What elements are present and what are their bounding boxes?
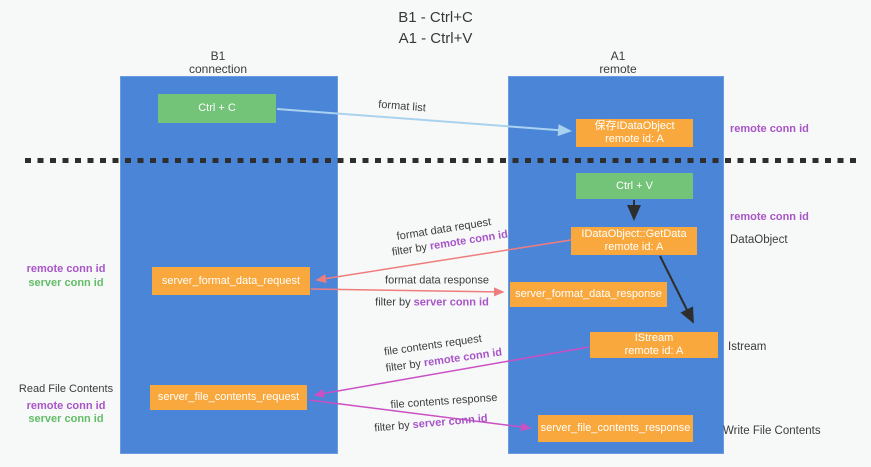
istream-line1: IStream bbox=[634, 332, 674, 344]
idataobject-getdata-line1: IDataObject::GetData bbox=[581, 228, 687, 240]
server-format-data-request-box: server_format_data_request bbox=[152, 267, 310, 295]
phase-separator-dashed-line bbox=[25, 158, 860, 163]
save-idataobject-box: 保存IDataObject remote id: A bbox=[576, 119, 693, 147]
diagram-title: B1 - Ctrl+C A1 - Ctrl+V bbox=[0, 7, 871, 49]
right-column-title: A1 bbox=[610, 49, 626, 63]
remote-conn-id-annotation-top-right: remote conn id bbox=[730, 123, 809, 135]
format-data-response-label: format data response bbox=[385, 274, 489, 287]
server-conn-id-text: server conn id bbox=[412, 412, 489, 432]
server-file-contents-request-box: server_file_contents_request bbox=[150, 385, 307, 410]
server-conn-id-text: server conn id bbox=[413, 296, 489, 309]
file-contents-response-label: file contents response bbox=[390, 391, 498, 412]
idataobject-getdata-box: IDataObject::GetData remote id: A bbox=[571, 227, 697, 255]
filter-by-text: filter by bbox=[375, 296, 411, 309]
server-conn-id-annotation-left-top: server conn id bbox=[28, 277, 104, 289]
remote-conn-id-annotation-left-bottom: remote conn id bbox=[26, 400, 106, 412]
ctrl-c-label: Ctrl + C bbox=[198, 102, 236, 114]
write-file-contents-annotation: Write File Contents bbox=[723, 425, 821, 437]
idataobject-getdata-line2: remote id: A bbox=[604, 241, 664, 253]
right-column-header: A1 remote bbox=[558, 50, 678, 76]
left-column-subtitle: connection bbox=[188, 62, 248, 76]
server-format-data-request-label: server_format_data_request bbox=[161, 274, 301, 287]
ctrl-c-box: Ctrl + C bbox=[158, 94, 276, 123]
remote-conn-id-annotation-left-top: remote conn id bbox=[26, 263, 106, 275]
save-idataobject-line1: 保存IDataObject bbox=[594, 120, 675, 132]
ctrl-v-label: Ctrl + V bbox=[616, 179, 653, 192]
right-column-subtitle: remote bbox=[599, 62, 637, 76]
istream-line2: remote id: A bbox=[624, 345, 684, 357]
filter-by-text: filter by bbox=[385, 357, 422, 375]
format-data-response-arrow bbox=[310, 287, 505, 297]
left-column-title: B1 bbox=[210, 49, 226, 63]
format-list-label: format list bbox=[377, 98, 427, 115]
server-file-contents-response-box: server_file_contents_response bbox=[538, 415, 693, 442]
server-file-contents-request-label: server_file_contents_request bbox=[157, 391, 300, 403]
server-conn-id-annotation-left-bottom: server conn id bbox=[28, 413, 104, 425]
left-column-header: B1 connection bbox=[158, 50, 278, 76]
dataobject-annotation: DataObject bbox=[730, 234, 788, 246]
server-file-contents-response-label: server_file_contents_response bbox=[540, 422, 691, 434]
save-idataobject-line2: remote id: A bbox=[605, 133, 664, 145]
server-format-data-response-label: server_format_data_response bbox=[515, 288, 662, 300]
istream-box: IStream remote id: A bbox=[590, 332, 718, 358]
read-file-contents-annotation: Read File Contents bbox=[18, 383, 114, 395]
server-format-data-response-box: server_format_data_response bbox=[510, 282, 667, 307]
istream-annotation: Istream bbox=[728, 341, 767, 353]
ctrl-v-box: Ctrl + V bbox=[576, 173, 693, 199]
remote-conn-id-annotation-mid-right: remote conn id bbox=[730, 211, 809, 223]
filter-by-text: filter by bbox=[391, 241, 428, 259]
title-line-2: A1 - Ctrl+V bbox=[398, 30, 473, 47]
filter-by-text: filter by bbox=[373, 419, 411, 435]
title-line-1: B1 - Ctrl+C bbox=[398, 9, 473, 26]
